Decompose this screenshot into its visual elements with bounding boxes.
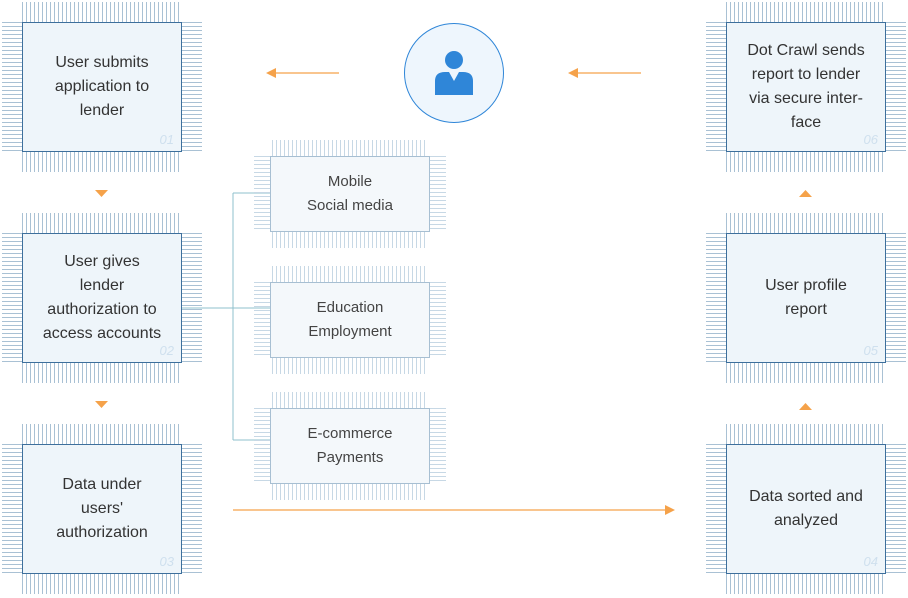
step-02-chip: User gives lender authorization to acces…	[2, 213, 202, 383]
arrow-down-02-03	[95, 401, 108, 408]
step-03-label: Data under users' authorization	[56, 476, 148, 541]
step-05-label: User profile report	[765, 277, 847, 318]
step-01-label: User submits application to lender	[54, 54, 150, 119]
source-mobile-chip: Mobile Social media	[254, 140, 446, 248]
source-education-label: Education Employment	[308, 299, 392, 340]
step-01-number: 01	[159, 132, 174, 147]
source-education-chip: Education Employment	[254, 266, 446, 374]
step-03-number: 03	[159, 554, 174, 569]
user-avatar-icon	[434, 50, 473, 95]
arrow-up-04-05	[799, 403, 812, 410]
step-06-label: Dot Crawl sends report to lender via sec…	[747, 42, 865, 131]
step-06-number: 06	[863, 132, 878, 147]
step-05-chip: User profile report 05	[706, 213, 906, 383]
step-05-number: 05	[863, 343, 878, 358]
step-01-chip: User submits application to lender 01	[2, 2, 202, 172]
step-02-label: User gives lender authorization to acces…	[42, 253, 162, 342]
step-03-chip: Data under users' authorization 03	[2, 424, 202, 594]
step-06-chip: Dot Crawl sends report to lender via sec…	[706, 2, 906, 172]
arrow-left-to-step-01	[266, 68, 339, 78]
step-02-number: 02	[159, 343, 174, 358]
source-ecommerce-label: E-commerce Payments	[307, 425, 393, 466]
step-04-label: Data sorted and analyzed	[749, 488, 863, 529]
arrow-down-01-02	[95, 190, 108, 197]
arrow-right-03-04	[233, 505, 675, 515]
step-04-number: 04	[863, 554, 878, 569]
arrow-left-to-avatar	[568, 68, 641, 78]
step-04-chip: Data sorted and analyzed 04	[706, 424, 906, 594]
source-ecommerce-chip: E-commerce Payments	[254, 392, 446, 500]
arrow-up-05-06	[799, 190, 812, 197]
source-mobile-label: Mobile Social media	[307, 173, 393, 214]
user-avatar	[404, 23, 504, 123]
